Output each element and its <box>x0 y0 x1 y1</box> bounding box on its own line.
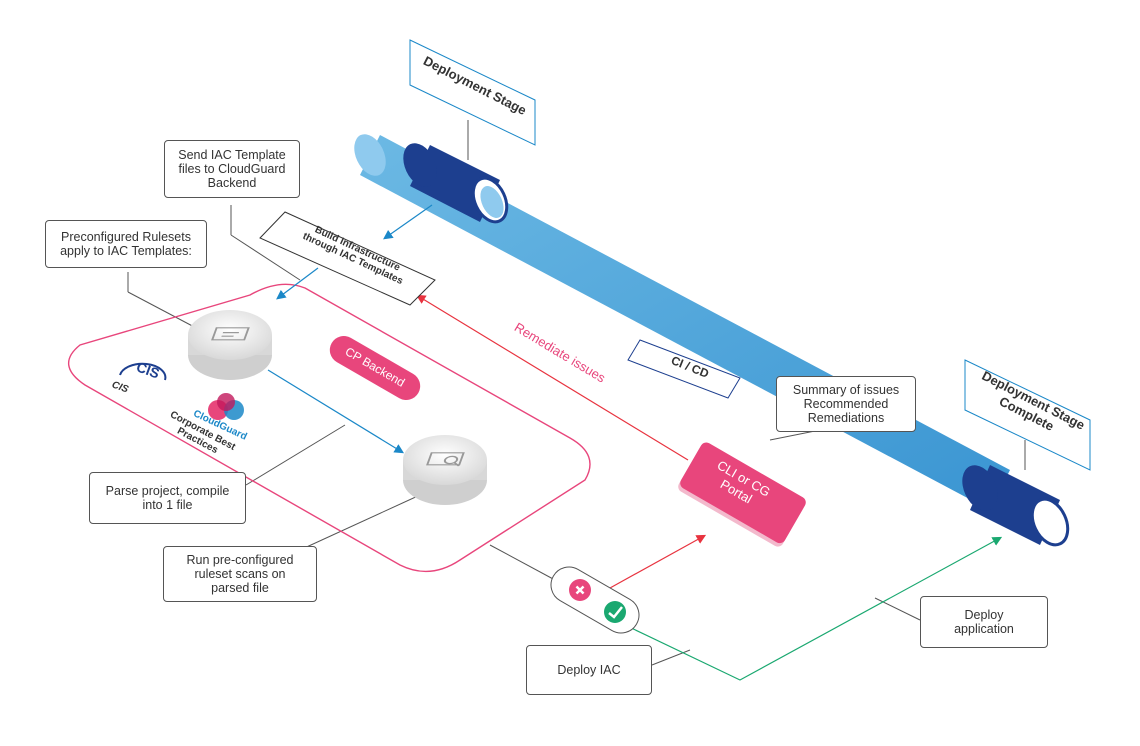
send-iac-callout: Send IAC Template files to CloudGuard Ba… <box>164 140 300 198</box>
deployment-stage-complete-box <box>964 359 1091 471</box>
arrow-disk-to-scan <box>267 369 405 454</box>
cis-logo <box>119 362 167 381</box>
cp-backend-pill <box>329 336 421 400</box>
monitor-icon <box>211 327 250 341</box>
summary-callout: Summary of issues Recommended Remediatio… <box>776 376 916 432</box>
decision-pill <box>550 566 640 634</box>
deploy-application-callout: Deploy application <box>920 596 1048 648</box>
arrow-to-backend <box>276 267 319 300</box>
scan-icon <box>426 452 465 467</box>
arrow-remediate <box>415 294 689 461</box>
check-icon <box>604 601 626 623</box>
build-infrastructure-box <box>259 211 436 306</box>
cloudguard-backend-region <box>68 283 591 573</box>
scan-disk <box>403 435 487 505</box>
preconfigured-rulesets-callout: Preconfigured Rulesets apply to IAC Temp… <box>45 220 207 268</box>
cli-portal-box <box>678 442 806 547</box>
arrow-fail-to-portal <box>609 534 707 589</box>
deploy-iac-callout: Deploy IAC <box>526 645 652 695</box>
run-scans-callout: Run pre-configured ruleset scans on pars… <box>163 546 317 602</box>
monitor-disk <box>188 310 272 380</box>
x-icon <box>569 579 591 601</box>
cloudguard-logo <box>208 393 244 420</box>
arrow-to-build <box>383 204 433 240</box>
parse-project-callout: Parse project, compile into 1 file <box>89 472 246 524</box>
pipe-end-cylinder <box>962 465 1070 547</box>
deployment-stage-box <box>409 39 536 146</box>
pipe-start-cylinder <box>403 143 509 224</box>
ci-cd-box <box>627 339 741 399</box>
arrow-deploy <box>624 536 1003 681</box>
